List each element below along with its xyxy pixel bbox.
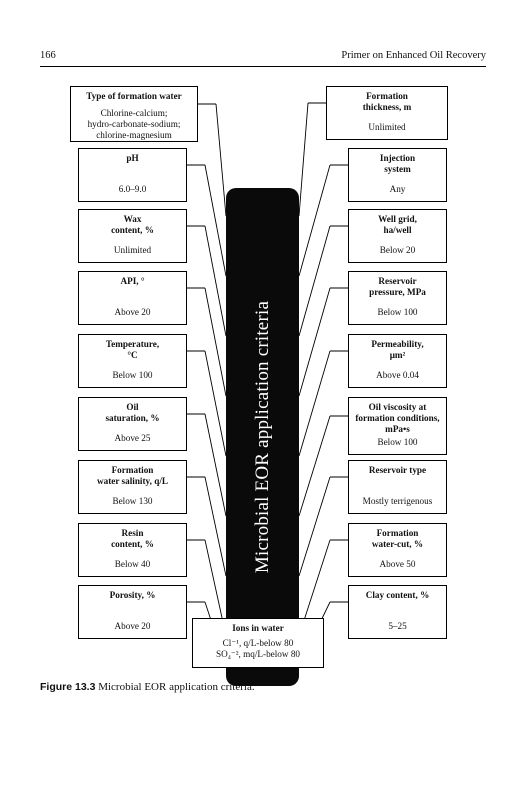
criterion-box-clay-content: Clay content, % 5–25 xyxy=(348,585,447,639)
criterion-value: 5–25 xyxy=(388,621,407,631)
connector-line xyxy=(298,102,309,217)
criterion-box-permeability-m: Permeability, μm² Above 0.04 xyxy=(348,334,447,388)
criterion-title: Type of formation water xyxy=(86,91,182,101)
criterion-value: Above 0.04 xyxy=(376,370,419,380)
connector-line xyxy=(204,413,227,517)
criterion-value: Below 100 xyxy=(377,437,418,447)
criterion-value: Any xyxy=(389,184,406,194)
criterion-title: Formation thickness, m xyxy=(362,91,412,112)
connector-line xyxy=(298,350,331,457)
connector-line xyxy=(298,287,331,397)
book-title: Primer on Enhanced Oil Recovery xyxy=(341,50,486,61)
center-bar: Microbial EOR application criteria xyxy=(226,188,299,686)
criterion-title: API, ° xyxy=(120,276,145,286)
criterion-title: Injection system xyxy=(379,153,416,174)
criterion-value: Unlimited xyxy=(368,122,406,132)
criterion-title: Formation water-cut, % xyxy=(371,528,424,549)
criterion-value: Above 20 xyxy=(114,307,151,317)
criterion-title: Well grid, ha/well xyxy=(378,214,417,235)
connector-line xyxy=(204,225,227,337)
criterion-title: Reservoir pressure, MPa xyxy=(369,276,426,297)
connector-line xyxy=(204,350,227,457)
criterion-title: Resin content, % xyxy=(111,528,154,549)
criterion-title: Clay content, % xyxy=(365,590,430,600)
criterion-value: Above 20 xyxy=(114,621,151,631)
criterion-value: Below 20 xyxy=(379,245,416,255)
criterion-title: Reservoir type xyxy=(368,465,427,475)
criterion-box-porosity: Porosity, % Above 20 xyxy=(78,585,187,639)
connector-line xyxy=(204,164,227,277)
page-header: 166 Primer on Enhanced Oil Recovery xyxy=(40,50,486,67)
criterion-value: Above 50 xyxy=(379,559,416,569)
criterion-title: Permeability, μm² xyxy=(371,339,424,360)
caption-label: Figure 13.3 xyxy=(40,681,96,693)
center-label: Microbial EOR application criteria xyxy=(251,300,273,574)
criterion-title: Oil viscosity at formation conditions, m… xyxy=(355,402,440,434)
caption-text: Microbial EOR application criteria. xyxy=(98,681,255,693)
criterion-box-oil-viscosity-at-formation-con: Oil viscosity at formation conditions, m… xyxy=(348,397,447,455)
criterion-box-formation-thickness-m: Formation thickness, m Unlimited xyxy=(326,86,448,140)
criterion-value: Chlorine-calcium; hydro-carbonate-sodium… xyxy=(87,108,181,140)
criterion-box-formation-water-salinity-q-l: Formation water salinity, q/L Below 130 xyxy=(78,460,187,514)
connector-line xyxy=(204,476,227,577)
criterion-value: Above 25 xyxy=(114,433,151,443)
criterion-title: Oil saturation, % xyxy=(105,402,160,423)
criterion-title: Wax content, % xyxy=(111,214,154,235)
criterion-value: Below 100 xyxy=(377,307,418,317)
connector-line xyxy=(215,103,227,217)
connector-line xyxy=(298,225,331,337)
figure-caption: Figure 13.3 Microbial EOR application cr… xyxy=(40,681,255,693)
criterion-title: Temperature, °C xyxy=(105,339,160,360)
criterion-box-temperature-c: Temperature, °C Below 100 xyxy=(78,334,187,388)
criterion-box-oil-saturation: Oil saturation, % Above 25 xyxy=(78,397,187,451)
connector-line xyxy=(298,164,331,277)
criterion-title: Formation water salinity, q/L xyxy=(96,465,169,486)
connector-line xyxy=(204,287,227,397)
criterion-box-wax-content: Wax content, % Unlimited xyxy=(78,209,187,263)
criterion-value: Cl⁻¹, q/L-below 80 SO₄⁻², mq/L-below 80 xyxy=(215,638,301,659)
criterion-box-ph: pH 6.0–9.0 xyxy=(78,148,187,202)
criterion-value: Below 40 xyxy=(114,559,151,569)
criterion-title: Porosity, % xyxy=(109,590,156,600)
connector-line xyxy=(298,476,331,577)
page-number: 166 xyxy=(40,50,56,61)
criterion-value: 6.0–9.0 xyxy=(118,184,147,194)
criterion-title: pH xyxy=(126,153,139,163)
criterion-box-api: API, ° Above 20 xyxy=(78,271,187,325)
connector-line xyxy=(298,415,331,517)
criterion-title: Ions in water xyxy=(232,623,284,633)
criterion-value: Unlimited xyxy=(113,245,152,255)
criterion-value: Below 100 xyxy=(112,370,153,380)
criterion-box-formation-water-cut: Formation water-cut, % Above 50 xyxy=(348,523,447,577)
criterion-value: Mostly terrigenous xyxy=(362,496,433,506)
criterion-box-resin-content: Resin content, % Below 40 xyxy=(78,523,187,577)
criterion-value: Below 130 xyxy=(112,496,153,506)
